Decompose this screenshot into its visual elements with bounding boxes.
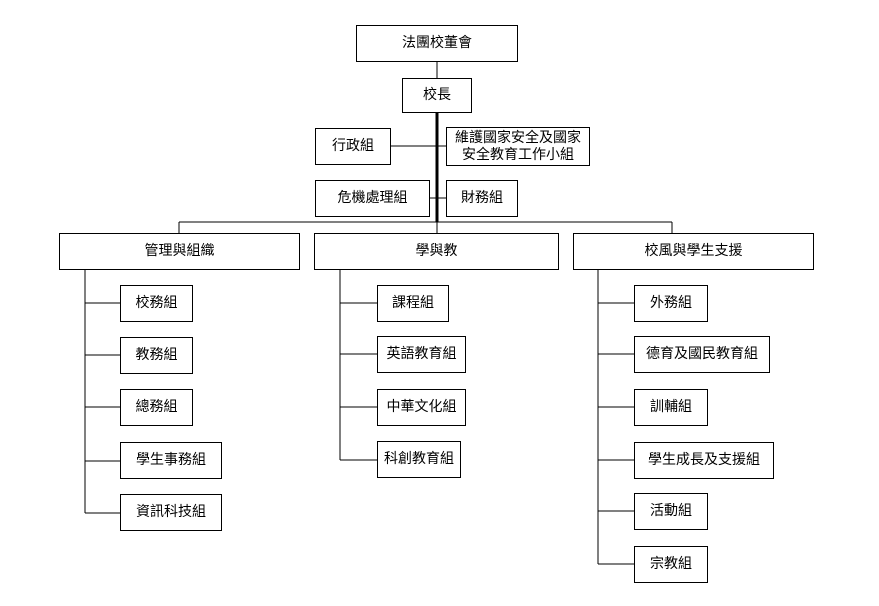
unit-box: 中華文化組 (377, 389, 466, 426)
unit-box: 訓輔組 (634, 389, 708, 426)
unit-box: 宗教組 (634, 546, 708, 583)
unit-label: 教務組 (135, 347, 178, 363)
unit-box: 課程組 (377, 285, 449, 322)
unit-label: 中華文化組 (386, 399, 457, 415)
unit-label: 英語教育組 (386, 346, 457, 362)
admin-group-label: 行政組 (332, 138, 374, 154)
security-group-box: 維護國家安全及國家 安全教育工作小組 (446, 127, 590, 166)
unit-box: 科創教育組 (377, 441, 461, 478)
branch-title: 管理與組織 (144, 243, 215, 259)
principal-box: 校長 (402, 78, 472, 113)
crisis-group-box: 危機處理組 (315, 180, 430, 217)
finance-group-box: 財務組 (446, 180, 518, 217)
security-group-line2: 安全教育工作小組 (462, 146, 574, 163)
board-box: 法團校董會 (356, 25, 518, 62)
unit-box: 校務組 (120, 285, 193, 322)
security-group-line1: 維護國家安全及國家 (455, 129, 581, 146)
unit-box: 總務組 (120, 389, 193, 426)
unit-box: 資訊科技組 (120, 494, 222, 531)
branch-header-learning-teaching: 學與教 (314, 233, 559, 270)
unit-label: 宗教組 (650, 556, 692, 572)
crisis-group-label: 危機處理組 (337, 190, 408, 206)
unit-label: 學生成長及支援組 (648, 452, 760, 468)
unit-label: 學生事務組 (136, 452, 206, 468)
finance-group-label: 財務組 (461, 190, 503, 206)
unit-label: 活動組 (650, 503, 692, 519)
unit-box: 外務組 (634, 285, 708, 322)
unit-label: 外務組 (650, 295, 692, 311)
unit-label: 訓輔組 (650, 399, 692, 415)
unit-box: 英語教育組 (377, 336, 466, 373)
branch-header-management: 管理與組織 (59, 233, 300, 270)
unit-label: 課程組 (392, 295, 434, 311)
board-label: 法團校董會 (402, 35, 472, 51)
unit-label: 校務組 (135, 295, 178, 311)
admin-group-box: 行政組 (315, 128, 391, 165)
unit-box: 德育及國民教育組 (634, 336, 770, 373)
unit-label: 總務組 (135, 399, 178, 415)
unit-box: 學生事務組 (120, 442, 222, 479)
unit-label: 科創教育組 (384, 451, 454, 467)
branch-title: 學與教 (415, 243, 458, 259)
branch-title: 校風與學生支援 (644, 243, 743, 259)
unit-box: 活動組 (634, 493, 708, 530)
branch-header-school-ethos: 校風與學生支援 (573, 233, 814, 270)
unit-box: 學生成長及支援組 (634, 442, 774, 479)
principal-label: 校長 (423, 87, 451, 103)
unit-label: 資訊科技組 (136, 504, 206, 520)
unit-box: 教務組 (120, 337, 193, 374)
unit-label: 德育及國民教育組 (646, 346, 758, 362)
